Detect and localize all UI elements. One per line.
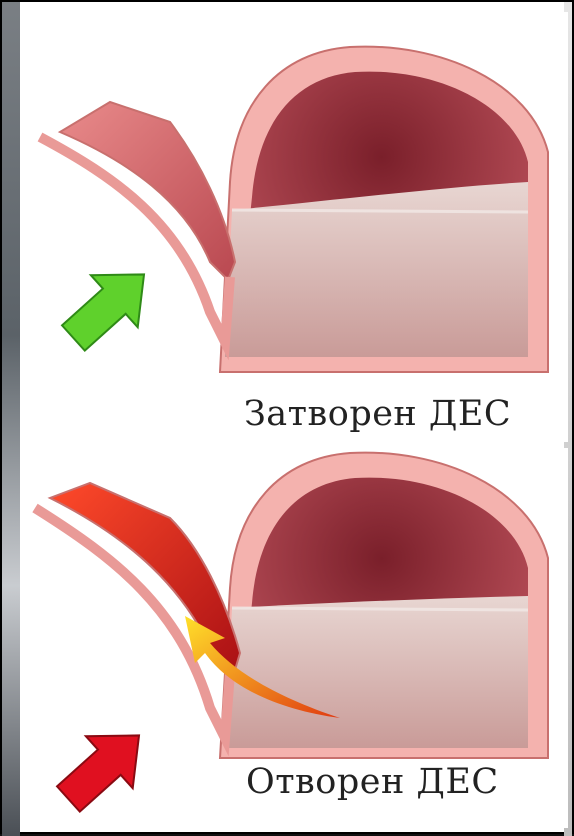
stomach-closed-illustration xyxy=(20,12,568,442)
esophagus xyxy=(60,102,235,280)
stomach-contents xyxy=(225,596,528,748)
panel-open-les: Отворен ДЕС xyxy=(20,448,568,828)
green-arrow xyxy=(50,248,167,364)
caption-open-les: Отворен ДЕС xyxy=(246,762,499,802)
caption-closed-les: Затворен ДЕС xyxy=(244,394,511,434)
red-arrow xyxy=(45,709,162,825)
stomach-contents xyxy=(225,182,528,357)
background-photo-edge xyxy=(2,2,20,836)
panel-closed-les: Затворен ДЕС xyxy=(20,12,568,442)
